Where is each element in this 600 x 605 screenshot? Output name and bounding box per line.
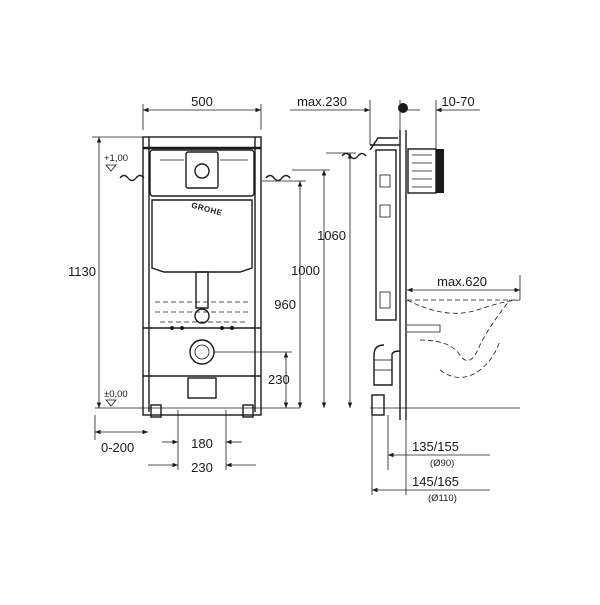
cistern-upper bbox=[149, 149, 255, 197]
level-zero: ±0,00 bbox=[104, 389, 128, 400]
side-fitting-2 bbox=[379, 204, 391, 218]
dim-height-1000: 1000 bbox=[291, 263, 320, 278]
side-waste-pipe bbox=[373, 344, 401, 386]
dim-max-620: max.620 bbox=[437, 274, 487, 289]
side-fitting-3 bbox=[379, 291, 391, 309]
side-frame-top bbox=[369, 137, 400, 151]
side-view: max.230 10-70 max.620 135/155 (Ø90) 145/… bbox=[290, 94, 521, 504]
flush-actuator bbox=[194, 163, 210, 179]
dim-145-165: 145/165 bbox=[412, 474, 459, 489]
flush-pipe-bend bbox=[194, 308, 210, 324]
frame-foot-right bbox=[242, 404, 254, 418]
side-water-supply bbox=[341, 152, 367, 160]
stud-3 bbox=[180, 326, 184, 330]
dim-d90-label: (Ø90) bbox=[430, 458, 454, 469]
dim-10-70: 10-70 bbox=[441, 94, 474, 109]
cistern-tank bbox=[151, 199, 253, 273]
stud-1 bbox=[170, 326, 174, 330]
dim-0-200: 0-200 bbox=[101, 440, 134, 455]
water-supply-left bbox=[119, 174, 145, 182]
dim-180: 180 bbox=[191, 436, 213, 451]
bowl-seat bbox=[407, 324, 441, 333]
dim-height-230: 230 bbox=[268, 372, 290, 387]
flush-plate-outline bbox=[185, 151, 219, 189]
waste-connector bbox=[189, 339, 215, 365]
waste-pipe-base bbox=[187, 377, 217, 399]
grohe-logo: GROHE bbox=[190, 201, 223, 218]
stud-4 bbox=[220, 326, 224, 330]
wc-bowl-outline bbox=[155, 301, 250, 323]
side-foot bbox=[371, 394, 385, 416]
bowl-base-dashed bbox=[439, 339, 501, 378]
side-fitting-1 bbox=[379, 174, 391, 188]
bowl-rim-dashed bbox=[406, 299, 521, 314]
waste-connector-inner bbox=[194, 344, 210, 360]
dim-230-bottom: 230 bbox=[191, 460, 213, 475]
level-zero-marker bbox=[105, 399, 117, 407]
frame-outline bbox=[142, 136, 262, 416]
stud-2 bbox=[230, 326, 234, 330]
front-view: GROHE 500 1130 +1,00 ±0,00 bbox=[68, 94, 356, 475]
side-frame-body bbox=[375, 149, 397, 321]
dim-max-230: max.230 bbox=[297, 94, 347, 109]
water-supply-right bbox=[265, 174, 291, 182]
bowl-body-dashed bbox=[419, 299, 511, 362]
wall-symbol bbox=[398, 103, 408, 113]
level-plus-1: +1,00 bbox=[104, 153, 128, 164]
dim-d110-label: (Ø110) bbox=[428, 493, 457, 504]
side-flush-plate bbox=[436, 149, 444, 193]
level-top-marker bbox=[105, 164, 117, 172]
dim-height-960: 960 bbox=[274, 297, 296, 312]
waste-collar bbox=[373, 359, 393, 371]
frame-foot-left bbox=[150, 404, 162, 418]
dim-height-1130: 1130 bbox=[68, 264, 96, 279]
flush-pipe bbox=[195, 271, 209, 309]
dim-height-1060: 1060 bbox=[317, 228, 346, 243]
dim-width-500: 500 bbox=[191, 94, 213, 109]
dim-135-155: 135/155 bbox=[412, 439, 459, 454]
